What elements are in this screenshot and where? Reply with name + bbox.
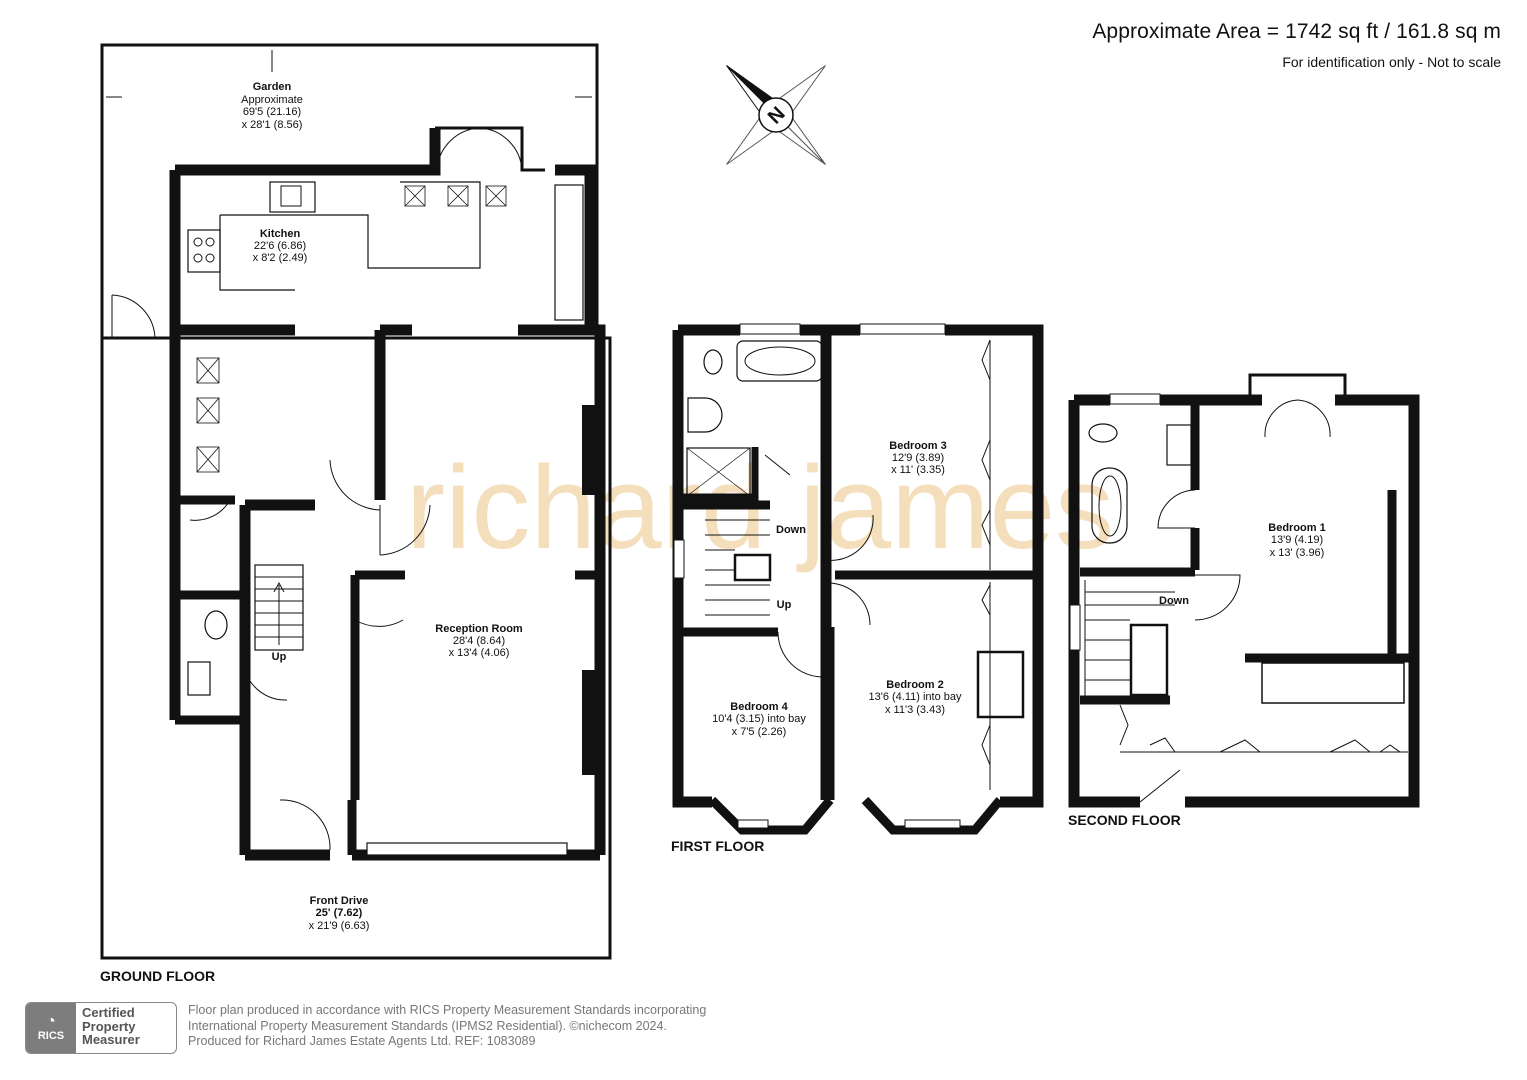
ground-floor (100, 43, 612, 960)
front-drive-name: Front Drive (310, 895, 369, 907)
ground-interior-walls (180, 324, 606, 855)
first-stairs-up: Up (777, 599, 792, 611)
bedroom3-line1: 12'9 (3.89) (892, 452, 944, 464)
footer-line2: International Property Measurement Stand… (188, 1018, 667, 1033)
front-drive-outline (100, 336, 612, 960)
bedroom3-name: Bedroom 3 (889, 440, 946, 452)
garden-line1: Approximate (241, 94, 303, 106)
rics-certified-badge: ◔ RICS Certified Property Measurer (25, 1002, 177, 1054)
reception-line2: x 13'4 (4.06) (449, 647, 510, 659)
bedroom4-name: Bedroom 4 (730, 701, 788, 713)
rics-logo: ◔ RICS (26, 1003, 76, 1053)
rics-org: RICS (37, 1030, 65, 1042)
identification-note: For identification only - Not to scale (1282, 54, 1501, 70)
first-stairs-down: Down (776, 524, 806, 536)
bedroom4-line2: x 7'5 (2.26) (732, 726, 787, 738)
reception-line1: 28'4 (8.64) (453, 635, 505, 647)
kitchen-line1: 22'6 (6.86) (254, 240, 306, 252)
badge-line1: Certified (82, 1005, 135, 1020)
bedroom2-line1: 13'6 (4.11) into bay (868, 691, 962, 703)
first-floor (672, 323, 1044, 835)
footer-note: Floor plan produced in accordance with R… (188, 1003, 706, 1050)
approximate-area: Approximate Area = 1742 sq ft / 161.8 sq… (1092, 20, 1501, 43)
ground-stairs-up: Up (272, 651, 287, 663)
second-stairs-down: Down (1159, 595, 1189, 607)
footer-line3: Produced for Richard James Estate Agents… (188, 1034, 536, 1048)
bedroom1-line2: x 13' (3.96) (1270, 547, 1325, 559)
bedroom2-line2: x 11'3 (3.43) (885, 704, 945, 716)
reception-name: Reception Room (435, 623, 523, 635)
second-floor-walls (1068, 394, 1420, 808)
bedroom2-name: Bedroom 2 (886, 679, 943, 691)
front-drive-line2: x 21'9 (6.63) (309, 920, 370, 932)
badge-line2: Property (82, 1018, 136, 1034)
front-drive-line1: 25' (7.62) (316, 907, 363, 919)
garden-line2: 69'5 (21.16) (243, 106, 301, 118)
compass-rose: N (726, 65, 826, 165)
garden-line3: x 28'1 (8.56) (242, 119, 303, 131)
kitchen-name: Kitchen (260, 228, 301, 240)
kitchen-line2: x 8'2 (2.49) (253, 252, 308, 264)
ground-floor-label: GROUND FLOOR (100, 968, 215, 984)
garden-name: Garden (253, 81, 292, 93)
bedroom3-line2: x 11' (3.35) (891, 464, 945, 476)
bedroom1-name: Bedroom 1 (1268, 522, 1325, 534)
second-floor (1068, 373, 1420, 808)
first-floor-walls (672, 324, 1044, 808)
footer-line1: Floor plan produced in accordance with R… (188, 1003, 707, 1017)
bedroom1-line1: 13'9 (4.19) (1271, 534, 1323, 546)
second-floor-label: SECOND FLOOR (1068, 812, 1181, 828)
badge-line3: Measurer (82, 1032, 140, 1047)
kitchen-walls (169, 128, 596, 720)
bedroom4-line1: 10'4 (3.15) into bay (712, 713, 806, 725)
rics-logo-icon: ◔ (46, 1013, 56, 1030)
first-floor-label: FIRST FLOOR (671, 838, 764, 854)
